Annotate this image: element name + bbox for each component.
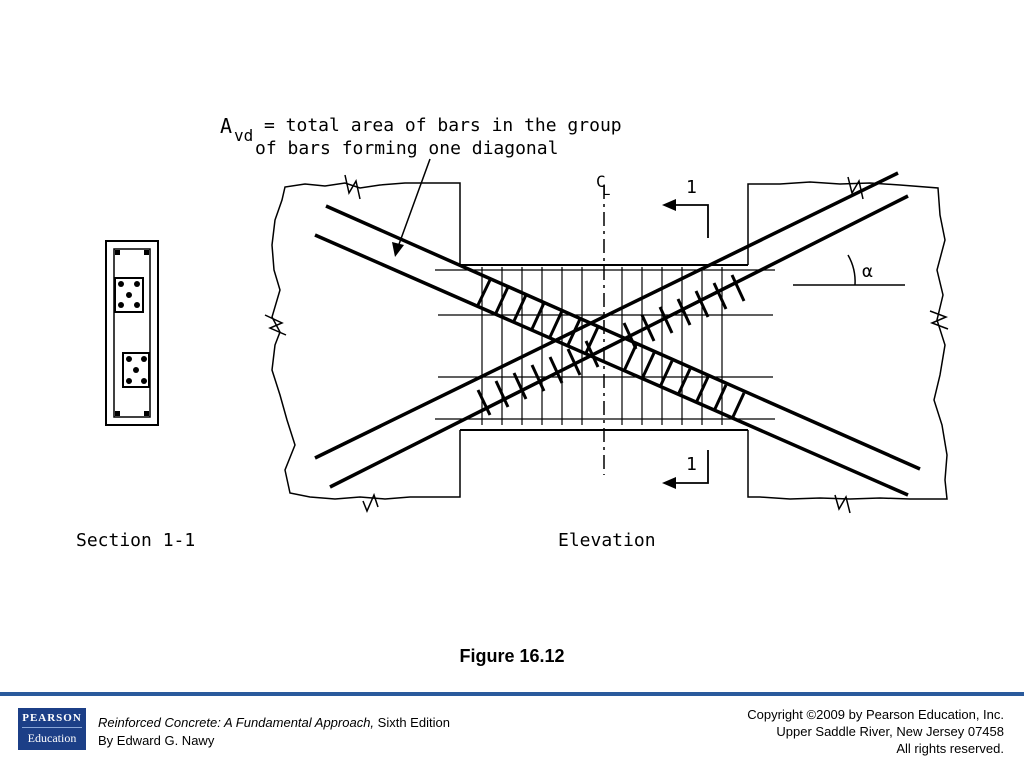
arrowhead-top — [662, 199, 676, 211]
book-title: Reinforced Concrete: A Fundamental Appro… — [98, 715, 375, 730]
diagonal-bars — [314, 171, 921, 497]
left-wall — [264, 174, 461, 513]
centerline-symbol-c: C — [596, 172, 606, 191]
book-info: Reinforced Concrete: A Fundamental Appro… — [98, 714, 450, 750]
section-mark-bottom: 1 — [686, 454, 697, 475]
diagonal-ties — [476, 274, 746, 420]
annotation-leader — [392, 158, 431, 257]
section-1-1-drawing — [105, 240, 159, 426]
coupling-beam-diagram: A vd = total area of bars in the group o… — [60, 95, 960, 565]
angle-alpha-label: α — [862, 261, 873, 282]
figure-caption: Figure 16.12 — [459, 646, 565, 666]
annotation-line-2: of bars forming one diagonal — [255, 138, 558, 159]
footer-divider — [0, 692, 1024, 696]
section-label: Section 1-1 — [76, 530, 195, 551]
copyright-line-1: Copyright ©2009 by Pearson Education, In… — [747, 707, 1004, 722]
book-author: By Edward G. Nawy — [98, 733, 215, 748]
logo-bottom-text: Education — [27, 731, 77, 745]
section-cut-markers — [670, 204, 709, 484]
elevation-label: Elevation — [558, 530, 656, 551]
book-edition: Sixth Edition — [374, 715, 450, 730]
section-mark-top: 1 — [686, 177, 697, 198]
avd-symbol: A — [220, 114, 232, 138]
centerline-symbol-l: L — [602, 183, 610, 199]
arrowhead-bottom — [662, 477, 676, 489]
annotation-line-1: = total area of bars in the group — [264, 115, 622, 136]
logo-top-text: PEARSON — [22, 708, 82, 728]
avd-subscript: vd — [234, 126, 253, 145]
copyright-line-3: All rights reserved. — [896, 741, 1004, 756]
angle-reference — [793, 254, 905, 286]
copyright-notice: Copyright ©2009 by Pearson Education, In… — [747, 706, 1004, 757]
publisher-logo: PEARSON Education — [18, 708, 86, 750]
copyright-line-2: Upper Saddle River, New Jersey 07458 — [776, 724, 1004, 739]
